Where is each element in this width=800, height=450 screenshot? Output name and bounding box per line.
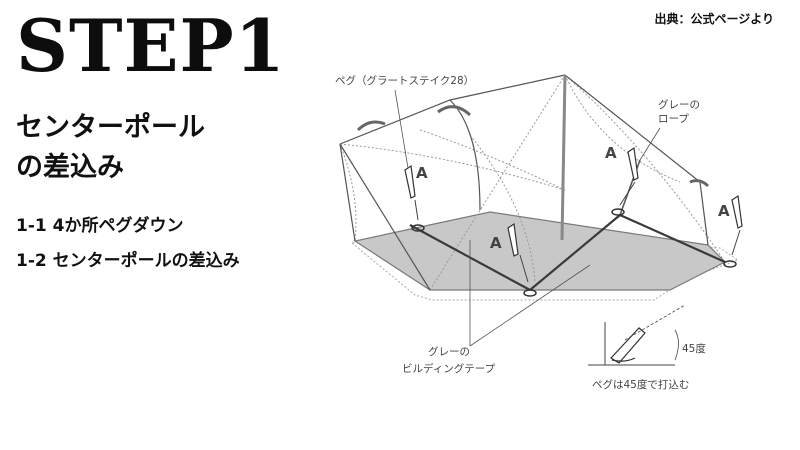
- peg-angle-inset: [588, 304, 686, 366]
- subtitle-line-2: の差込み: [16, 152, 124, 183]
- tent-floor: [353, 211, 727, 291]
- peg-arrows: [414, 181, 741, 283]
- angle-label: 45度: [682, 342, 706, 355]
- rope-loops: [411, 208, 737, 297]
- rope-label-leader: [639, 127, 661, 161]
- peg-icon: [404, 146, 743, 257]
- tent-setup-diagram: A A A A ペグ（グラートステイク28） グレーの ロープ グレーの ビルデ…: [335, 74, 743, 391]
- peg-marker-a-1: A: [416, 164, 428, 182]
- step-item-1-2: 1-2 センターポールの差込み: [16, 251, 240, 271]
- step-item-1-1: 1-1 4か所ペグダウン: [16, 216, 184, 236]
- tape-label-leaders: [469, 240, 591, 347]
- peg-label-leader: [394, 89, 409, 169]
- peg-marker-a-2: A: [490, 234, 502, 252]
- center-pole: [560, 74, 567, 241]
- peg-marker-a-4: A: [718, 202, 730, 220]
- source-credit: 出典：公式ページより: [654, 12, 774, 26]
- tape-label-line-1: グレーの: [428, 345, 470, 358]
- peg-label: ペグ（グラートステイク28）: [335, 74, 474, 87]
- tent-arches: [356, 105, 710, 188]
- tent-outline: [339, 74, 709, 291]
- rope-label-line-1: グレーの: [658, 98, 700, 111]
- tape-label-line-2: ビルディングテープ: [402, 362, 496, 375]
- step-list: 1-1 4か所ペグダウン 1-2 センターポールの差込み: [16, 216, 240, 286]
- subtitle-line-1: センターポール: [16, 112, 205, 143]
- step-subtitle: センターポール の差込み: [16, 108, 205, 188]
- step-title: STEP1: [16, 3, 286, 88]
- rope-label-line-2: ロープ: [658, 113, 689, 125]
- peg-angle-note: ペグは45度で打込む: [592, 378, 689, 391]
- peg-marker-a-3: A: [605, 144, 617, 162]
